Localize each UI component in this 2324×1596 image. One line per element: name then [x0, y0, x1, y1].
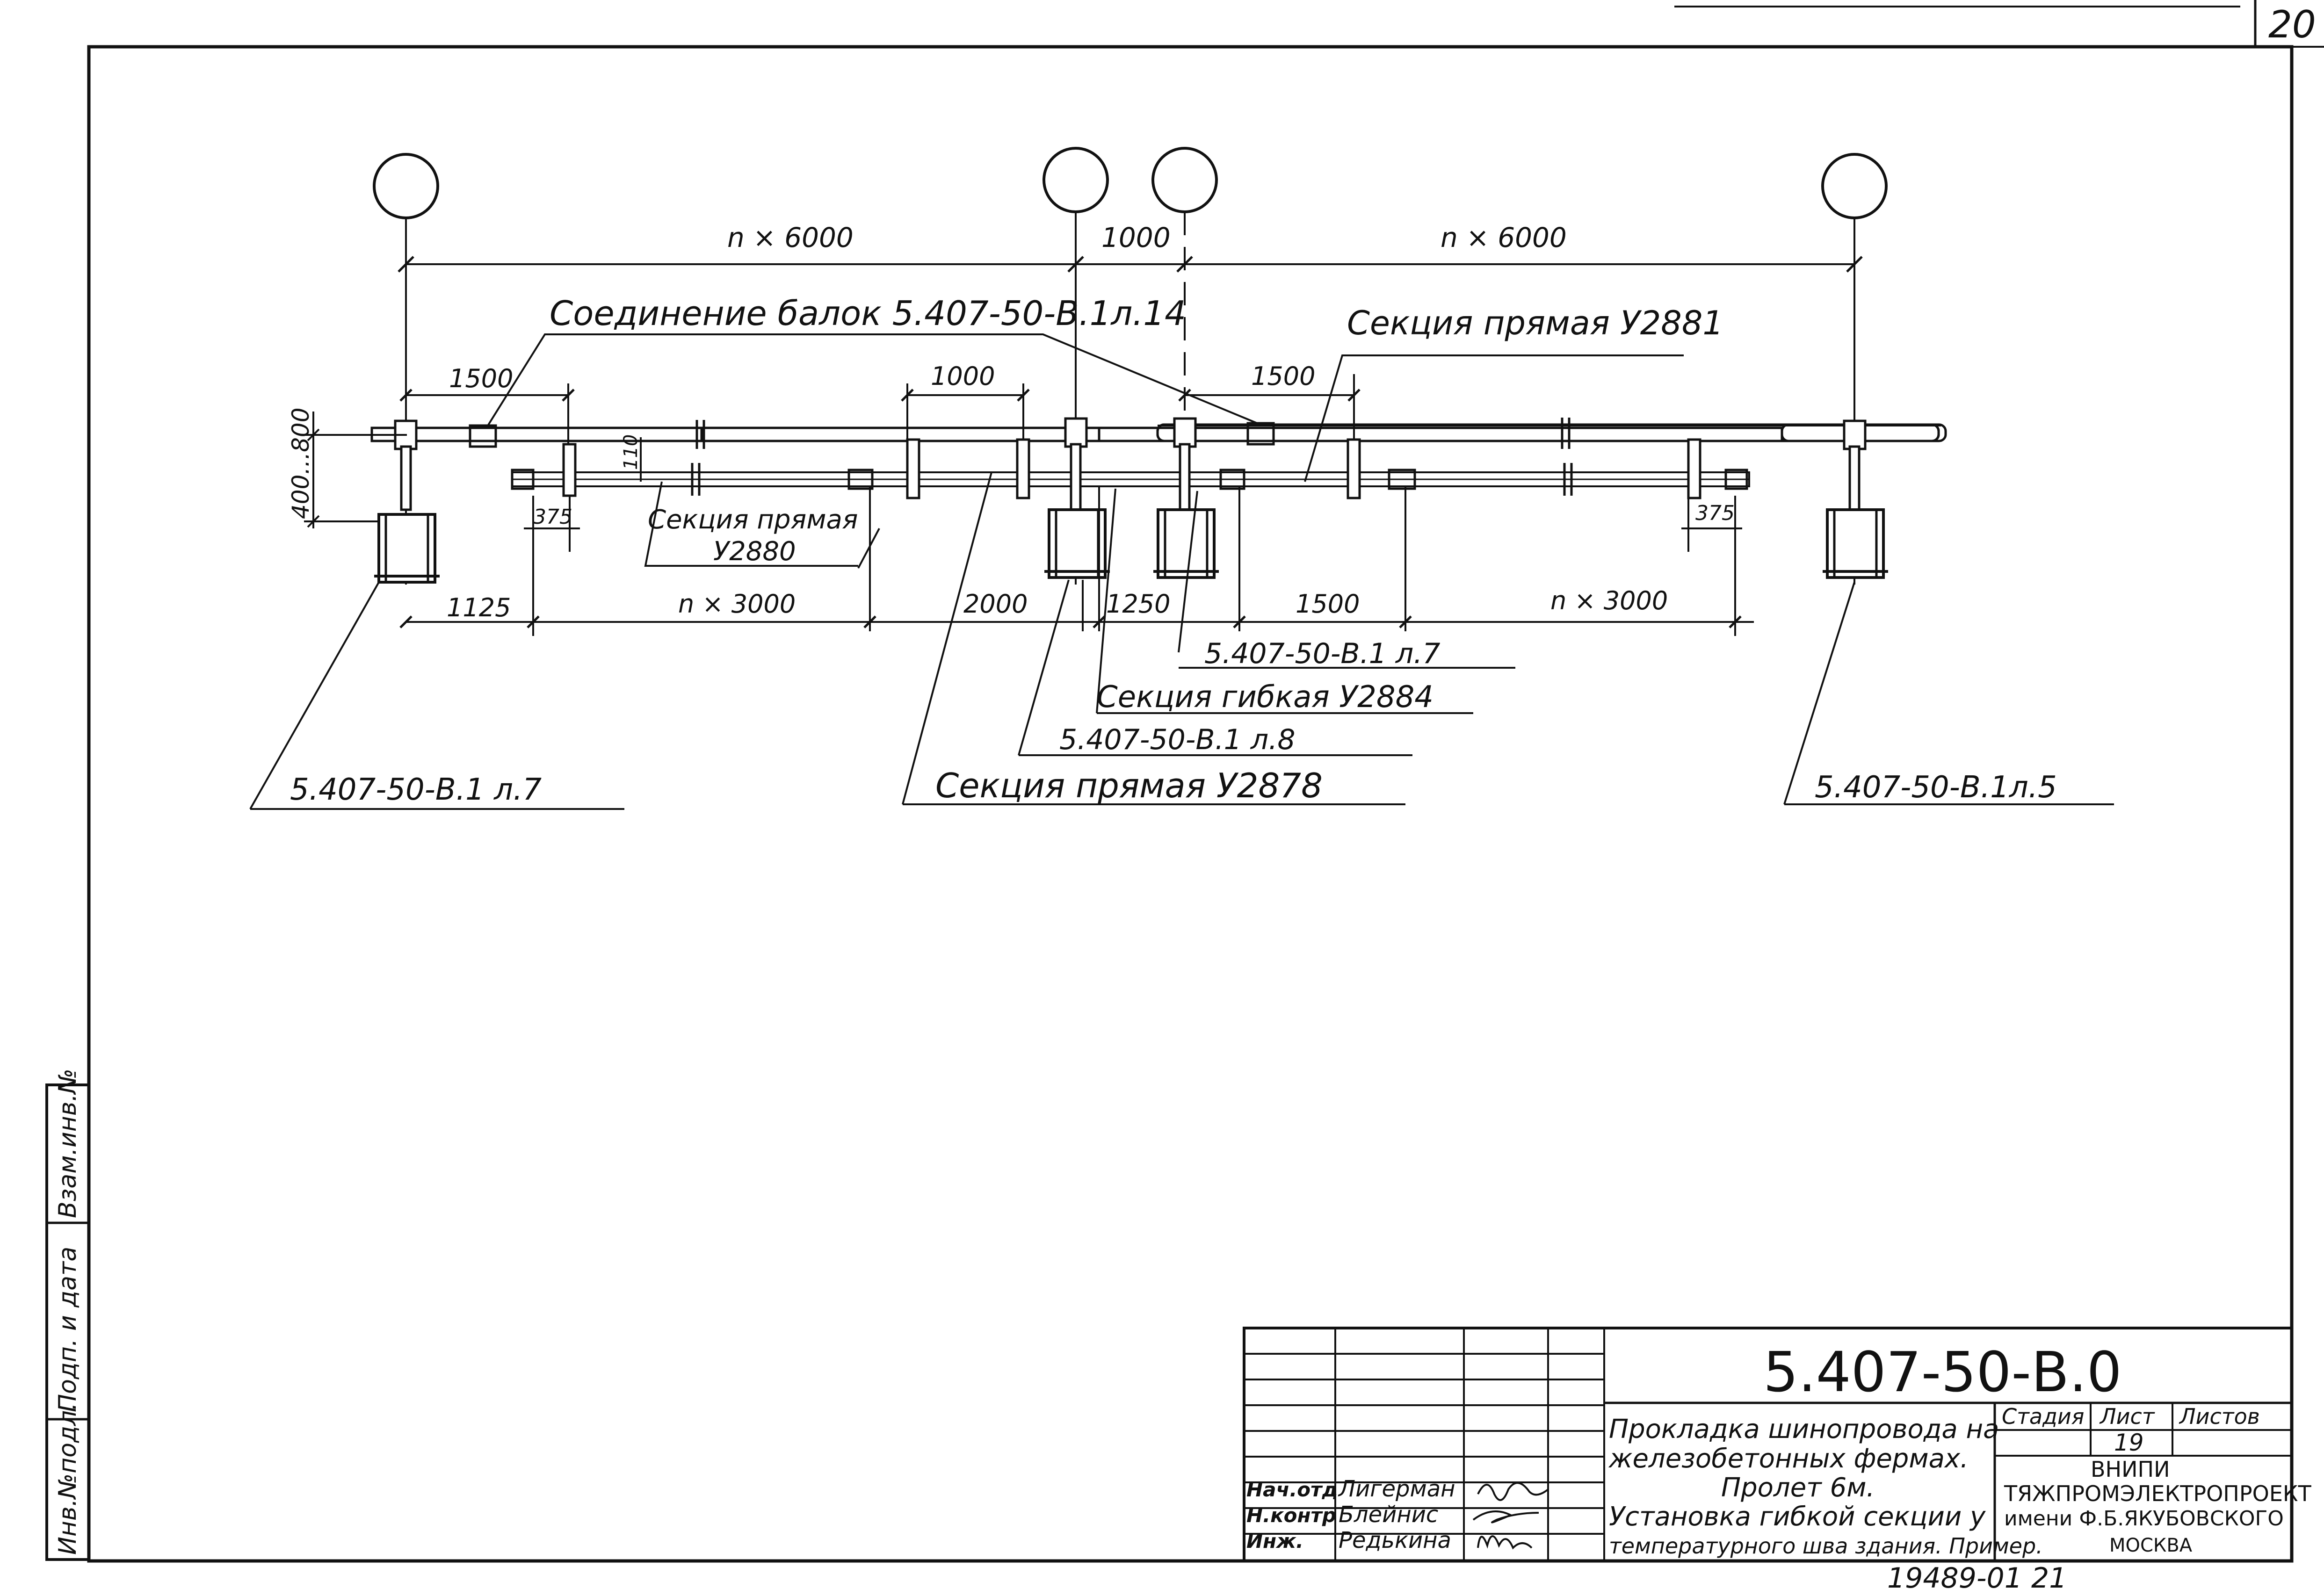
doc-code: 5.407-50-В.0	[1763, 1340, 2122, 1404]
stamp-vzam-inv: Взам.инв.№	[54, 1069, 82, 1218]
dim-top-mid: 1000	[1101, 222, 1171, 253]
callout-ref-l8: 5.407-50-В.1 л.8	[1059, 723, 1296, 756]
dim-top-right: n × 6000	[1441, 222, 1567, 253]
beam-joint-right	[1246, 422, 1275, 446]
title-line-4: Установка гибкой секции у	[1609, 1502, 1986, 1532]
stamp-inv-podl: Инв.№подл.	[54, 1402, 82, 1555]
signature-1	[1477, 1482, 1549, 1501]
signature-3	[1477, 1535, 1533, 1550]
col-sheet: Лист	[2099, 1404, 2155, 1429]
dim-height-range: 400...800	[287, 407, 314, 519]
busway-coupler-1	[847, 469, 874, 490]
beam-joint-left	[469, 424, 497, 448]
busway-coupler-2	[1219, 469, 1245, 490]
signature-2	[1472, 1510, 1539, 1524]
col-sheets: Листов	[2179, 1404, 2260, 1429]
dim-375-left: 375	[533, 505, 572, 529]
name-1: Лигерман	[1338, 1476, 1455, 1502]
title-line-2: железобетонных фермах.	[1608, 1444, 1969, 1474]
dim-n3000-right: n × 3000	[1550, 586, 1668, 615]
column-support-3	[1153, 417, 1219, 579]
hanger-4	[1347, 438, 1361, 499]
callout-beam-joint: Соединение балок 5.407-50-В.1л.14	[550, 294, 1186, 333]
dim-n3000-left: n × 3000	[678, 589, 796, 619]
sheet-number: 20	[2268, 3, 2316, 46]
sheet-value: 19	[2114, 1429, 2144, 1456]
org-line-2: ТЯЖПРОМЭЛЕКТРОПРОЕКТ	[2004, 1481, 2312, 1506]
column-axis-marker-2	[1043, 147, 1109, 213]
org-line-3: имени Ф.Б.ЯКУБОВСКОГО	[2004, 1507, 2284, 1531]
busway-end-right	[1724, 469, 1748, 490]
busway-coupler-3	[1388, 469, 1416, 490]
archive-number: 19489-01 21	[1887, 1562, 2067, 1595]
role-3: Инж.	[1246, 1530, 1303, 1553]
dim-1250: 1250	[1106, 589, 1170, 619]
role-1: Нач.отд	[1246, 1478, 1338, 1501]
col-stage: Стадия	[2002, 1404, 2084, 1429]
stamp-podp-data: Подп. и дата	[54, 1247, 82, 1412]
dim-375-right: 375	[1695, 501, 1735, 525]
name-2: Блейнис	[1339, 1502, 1438, 1528]
upper-beam-2	[700, 426, 1783, 442]
callout-straight-2881: Секция прямая У2881	[1347, 304, 1723, 342]
role-2: Н.контр	[1246, 1504, 1336, 1527]
name-3: Редькина	[1339, 1527, 1451, 1553]
title-line-1: Прокладка шинопровода на	[1609, 1414, 1999, 1444]
callout-straight-2878: Секция прямая У2878	[935, 766, 1323, 805]
org-line-1: ВНИПИ	[2091, 1457, 2170, 1482]
upper-beam-1	[370, 426, 703, 442]
title-block: 5.407-50-В.0 Прокладка шинопровода на же…	[1243, 1327, 2312, 1562]
dim-1500-bottom: 1500	[1296, 589, 1360, 619]
drawing-frame	[87, 45, 2294, 1563]
callout-ref-l5: 5.407-50-В.1л.5	[1815, 770, 2057, 805]
dim-1500-left: 1500	[449, 364, 513, 393]
callout-ref-l7-left: 5.407-50-В.1 л.7	[290, 773, 542, 807]
side-stamp: Инв.№подл. Подп. и дата Взам.инв.№	[45, 1069, 90, 1561]
title-line-5: температурного шва здания. Пример.	[1609, 1533, 2043, 1559]
busway-diagram: n × 6000 1000 n × 6000	[249, 147, 2114, 810]
dim-1000: 1000	[931, 361, 995, 391]
dim-2000: 2000	[963, 589, 1028, 619]
column-support-1	[374, 419, 440, 584]
hanger-1	[562, 443, 577, 497]
callout-straight-2880-a: Секция прямая	[648, 505, 858, 535]
dim-top-left: n × 6000	[727, 222, 854, 253]
column-axis-marker-1	[373, 153, 439, 219]
column-axis-marker-4	[1821, 153, 1888, 219]
column-axis-marker-3	[1151, 147, 1218, 213]
hanger-2	[906, 438, 920, 499]
busway-end-left	[511, 469, 535, 490]
hanger-3	[1016, 438, 1030, 499]
title-line-3: Пролет 6м.	[1721, 1473, 1875, 1503]
callout-flexible-2884: Секция гибкая У2884	[1097, 680, 1433, 715]
column-support-2	[1044, 417, 1110, 579]
dim-1125: 1125	[447, 593, 511, 622]
dim-110: 110	[620, 434, 642, 470]
org-line-4: МОСКВА	[2109, 1535, 2193, 1556]
column-support-4	[1823, 419, 1888, 579]
dim-1500-right: 1500	[1251, 361, 1315, 391]
callout-ref-l7-right: 5.407-50-В.1 л.7	[1204, 637, 1441, 670]
callout-straight-2880-b: У2880	[713, 536, 796, 567]
hanger-5	[1687, 438, 1701, 499]
